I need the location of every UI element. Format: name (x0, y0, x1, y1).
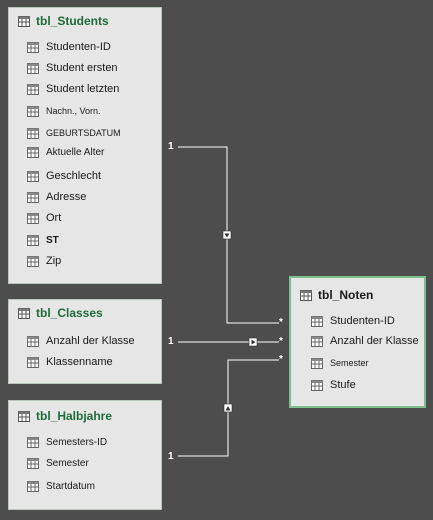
field-icon (311, 315, 323, 327)
field-label: Zip (46, 255, 62, 267)
cardinality-one-classes: 1 (168, 336, 174, 347)
field-geschlecht[interactable]: Geschlecht (27, 167, 101, 185)
table-students[interactable]: tbl_Students Studenten-ID Student ersten… (8, 7, 162, 284)
field-klassenname[interactable]: Klassenname (27, 353, 113, 371)
field-label: Student ersten (46, 62, 118, 74)
field-label: Semester (46, 457, 89, 469)
field-geburtsdatum[interactable]: GEBURTSDATUM (27, 124, 121, 142)
field-icon (27, 41, 39, 53)
field-noten-studenten-id[interactable]: Studenten-ID (311, 312, 395, 330)
field-aktuelle-alter[interactable]: Aktuelle Alter (27, 143, 104, 161)
table-icon (18, 15, 30, 27)
field-icon (27, 62, 39, 74)
field-icon (27, 105, 39, 117)
field-label: Aktuelle Alter (46, 146, 105, 158)
field-icon (311, 335, 323, 347)
cardinality-one-students: 1 (168, 141, 174, 152)
field-label: Startdatum (46, 480, 95, 492)
field-icon (27, 255, 39, 267)
field-adresse[interactable]: Adresse (27, 188, 86, 206)
field-zip[interactable]: Zip (27, 252, 61, 270)
table-classes-title: tbl_Classes (36, 306, 103, 320)
field-icon (27, 170, 39, 182)
table-students-header[interactable]: tbl_Students (9, 8, 161, 34)
table-students-title: tbl_Students (36, 14, 109, 28)
field-label: Ort (46, 212, 62, 224)
field-student-ersten[interactable]: Student ersten (27, 59, 118, 77)
field-semesters-id[interactable]: Semesters-ID (27, 433, 107, 451)
field-icon (27, 436, 39, 448)
table-noten[interactable]: tbl_Noten Studenten-ID Anzahl der Klasse… (289, 276, 426, 408)
field-noten-semester[interactable]: Semester (311, 354, 369, 372)
field-student-letzten[interactable]: Student letzten (27, 80, 119, 98)
cardinality-many-classes: * (279, 336, 283, 347)
field-noten-anzahl-der-klasse[interactable]: Anzahl der Klasse (311, 332, 419, 350)
field-st[interactable]: ST (27, 231, 59, 249)
field-label: Studenten-ID (46, 41, 111, 53)
cardinality-one-halbjahre: 1 (168, 451, 174, 462)
field-studenten-id[interactable]: Studenten-ID (27, 38, 111, 56)
field-icon (27, 457, 39, 469)
field-ort[interactable]: Ort (27, 209, 61, 227)
field-label: Anzahl der Klasse (46, 335, 135, 347)
field-label: Klassenname (46, 356, 113, 368)
field-startdatum[interactable]: Startdatum (27, 477, 95, 495)
field-icon (27, 356, 39, 368)
table-icon (18, 307, 30, 319)
field-icon (27, 335, 39, 347)
field-icon (27, 191, 39, 203)
table-classes-header[interactable]: tbl_Classes (9, 300, 161, 326)
field-label: Geschlecht (46, 170, 102, 182)
field-label: GEBURTSDATUM (46, 128, 121, 138)
table-halbjahre[interactable]: tbl_Halbjahre Semesters-ID Semester Star… (8, 400, 162, 510)
table-classes[interactable]: tbl_Classes Anzahl der Klasse Klassennam… (8, 299, 162, 384)
field-label: Anzahl der Klasse (330, 335, 419, 347)
field-semester[interactable]: Semester (27, 454, 89, 472)
field-icon (27, 212, 39, 224)
table-noten-title: tbl_Noten (318, 288, 374, 302)
field-label: Student letzten (46, 83, 120, 95)
field-label: Stufe (330, 379, 356, 391)
cardinality-many-students: * (279, 317, 283, 328)
table-halbjahre-header[interactable]: tbl_Halbjahre (9, 401, 161, 431)
field-label: Semesters-ID (46, 436, 108, 448)
field-icon (27, 127, 39, 139)
field-anzahl-der-klasse[interactable]: Anzahl der Klasse (27, 332, 135, 350)
cardinality-many-halbjahre: * (279, 354, 283, 365)
table-icon (18, 410, 30, 422)
field-icon (27, 234, 39, 246)
field-label: Adresse (46, 191, 87, 203)
field-icon (311, 357, 323, 369)
field-icon (27, 480, 39, 492)
field-label: Semester (330, 358, 369, 368)
field-label: Nachn., Vorn. (46, 106, 101, 116)
table-noten-header[interactable]: tbl_Noten (291, 278, 424, 312)
table-halbjahre-title: tbl_Halbjahre (36, 409, 113, 423)
field-label: ST (46, 234, 59, 246)
field-nachn-vorn[interactable]: Nachn., Vorn. (27, 102, 101, 120)
field-noten-stufe[interactable]: Stufe (311, 376, 356, 394)
field-label: Studenten-ID (330, 315, 395, 327)
field-icon (311, 379, 323, 391)
field-icon (27, 146, 39, 158)
table-icon (300, 289, 312, 301)
field-icon (27, 83, 39, 95)
